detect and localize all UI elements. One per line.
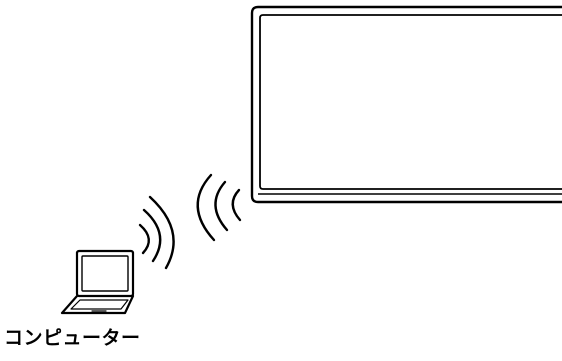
display-panel-icon xyxy=(252,7,562,202)
signal-arc-display-small xyxy=(233,190,240,220)
laptop-screen xyxy=(82,256,128,291)
display-outer-frame xyxy=(252,7,562,202)
wireless-signal-icon xyxy=(140,197,174,268)
computer-label: コンピューター xyxy=(4,326,174,350)
display-screen xyxy=(260,15,562,189)
signal-arc-display-large xyxy=(198,175,214,240)
laptop-lid xyxy=(77,251,133,296)
wireless-signal-icon xyxy=(198,175,240,240)
signal-arc-laptop-medium xyxy=(144,210,160,261)
signal-arc-laptop-small xyxy=(140,225,149,253)
signal-arc-laptop-large xyxy=(150,197,174,268)
laptop-icon xyxy=(62,251,133,313)
signal-arc-display-medium xyxy=(215,182,227,230)
laptop-keyboard xyxy=(71,300,128,309)
